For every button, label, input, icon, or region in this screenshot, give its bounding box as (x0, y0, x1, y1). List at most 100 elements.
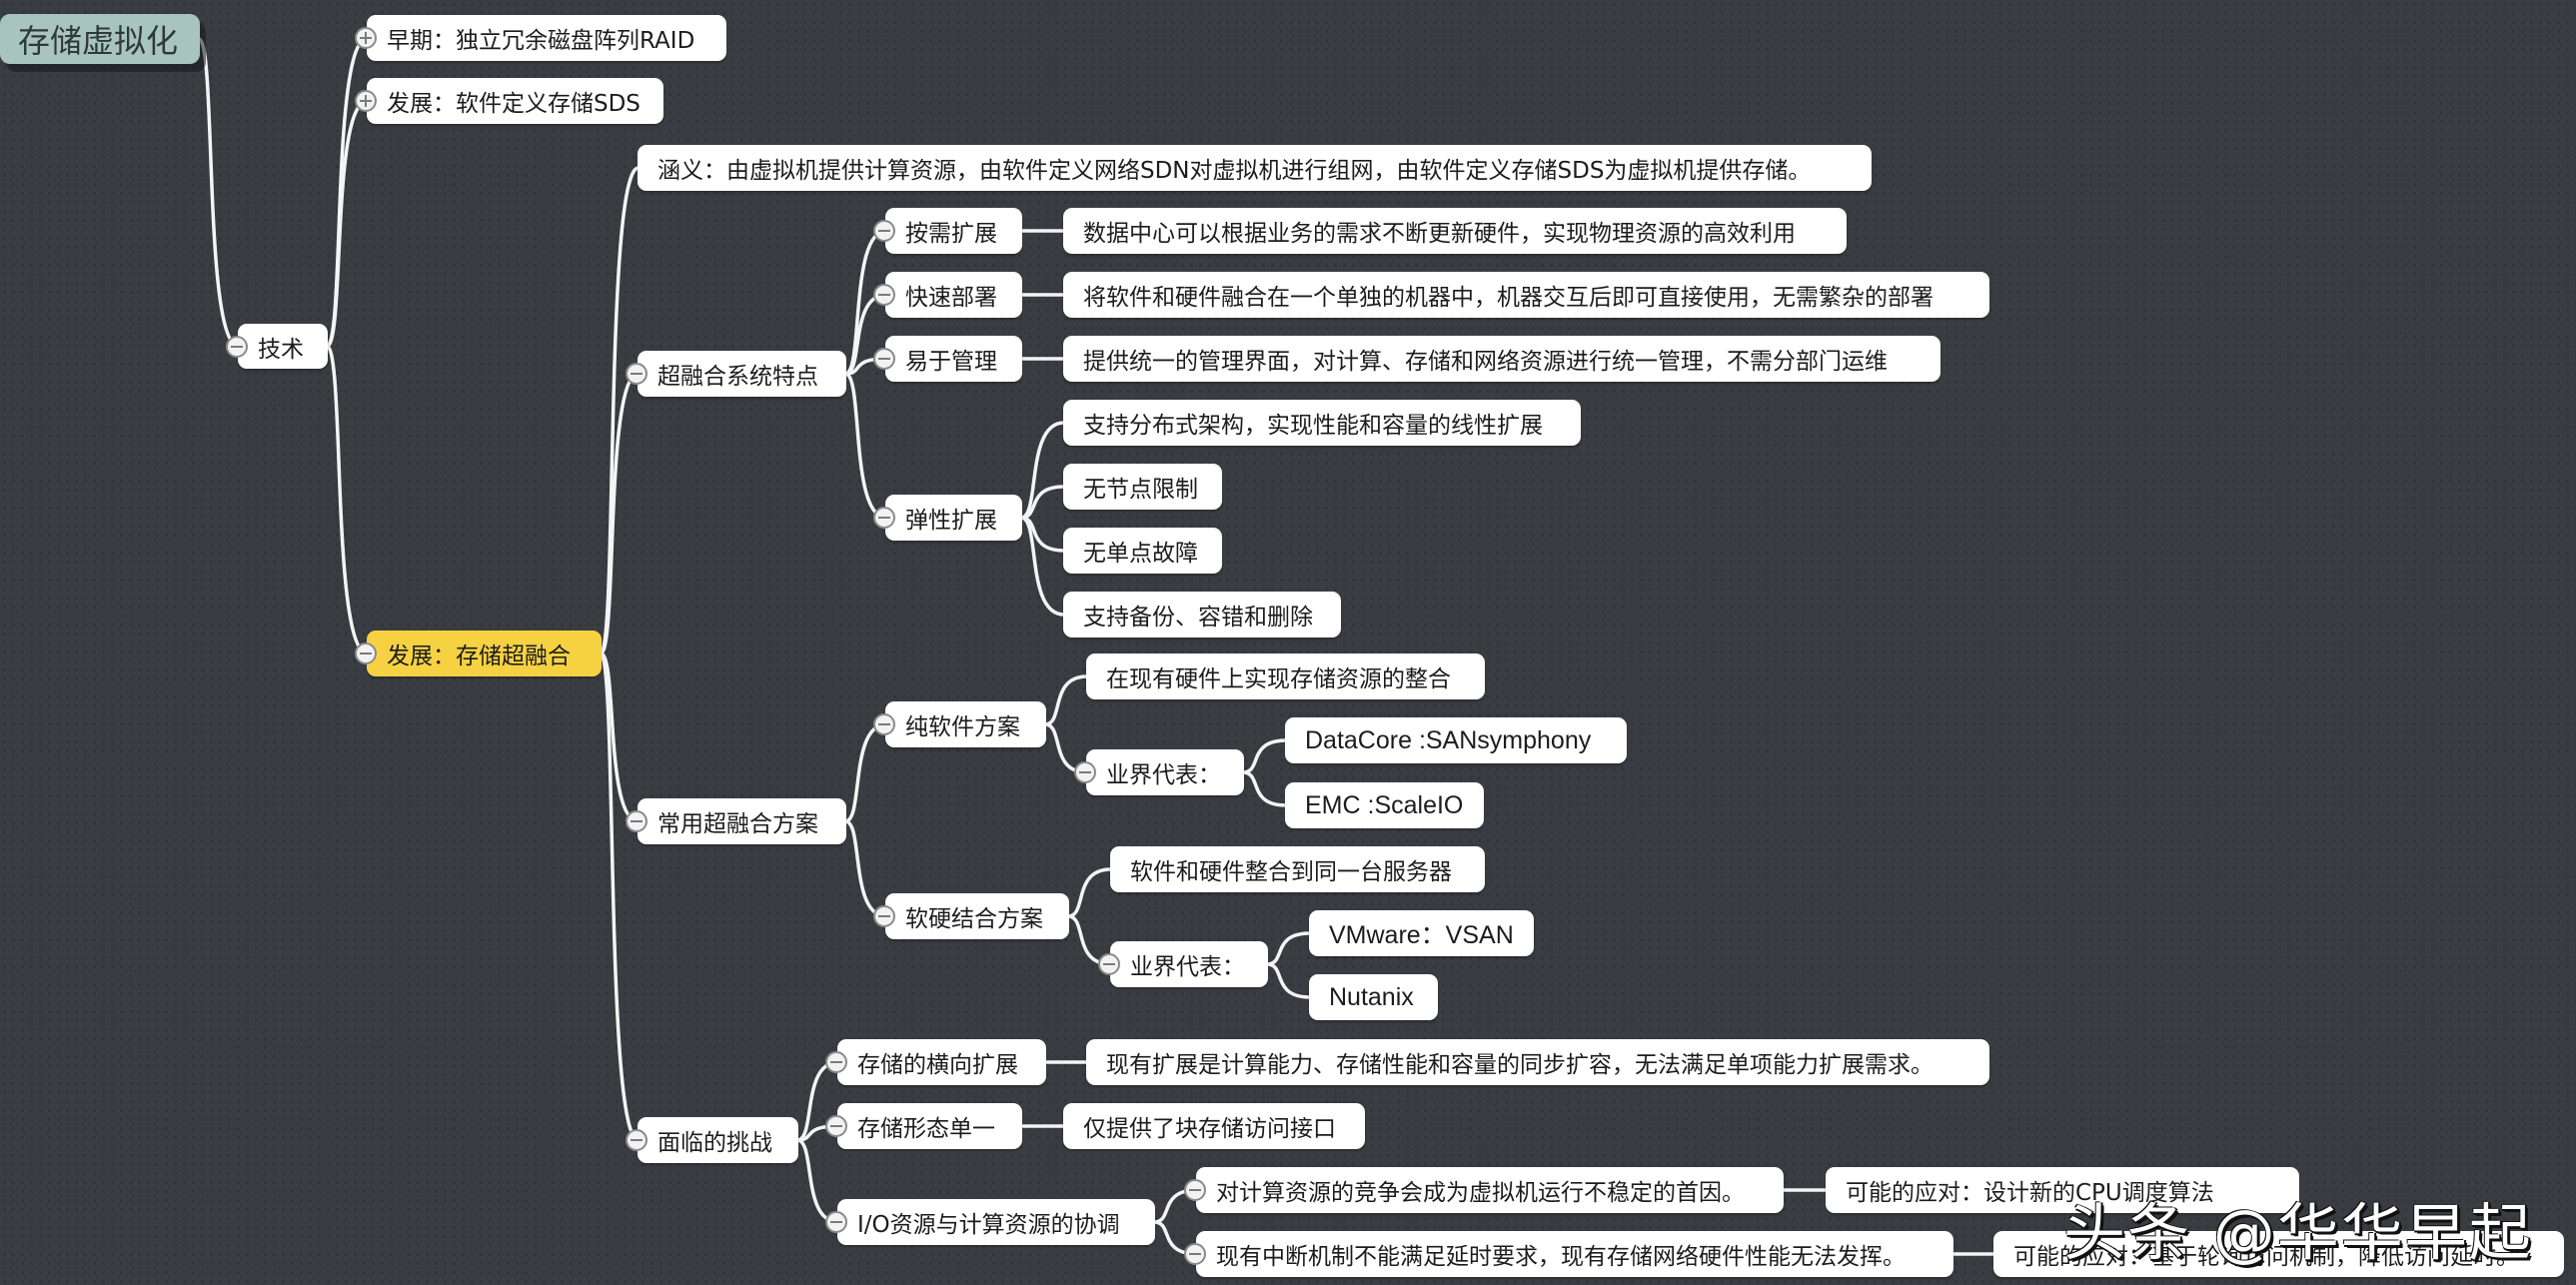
topic-node-f4d[interactable]: 支持备份、容错和删除 (1063, 592, 1341, 638)
topic-node-tech[interactable]: 技术 (238, 324, 328, 369)
topic-node-s1b1[interactable]: DataCore :SANsymphony (1285, 717, 1627, 763)
collapse-icon[interactable] (626, 1129, 647, 1151)
topic-label: 支持分布式架构，实现性能和容量的线性扩展 (1083, 413, 1543, 439)
collapse-icon[interactable] (1098, 953, 1120, 975)
watermark: 头条 @华华早起 (2063, 1196, 2533, 1269)
topic-label: 弹性扩展 (905, 508, 997, 534)
topic-label: EMC :ScaleIO (1305, 790, 1464, 819)
topic-node-c3b1[interactable]: 可能的应对：基于轮询访问机制，降低访问延时。 (1993, 1231, 2564, 1277)
topic-node-f2[interactable]: 快速部署 (885, 272, 1022, 318)
topic-label: 纯软件方案 (905, 714, 1020, 740)
collapse-icon[interactable] (825, 1051, 847, 1073)
topic-node-f1[interactable]: 按需扩展 (885, 208, 1022, 254)
connector-solutions (599, 651, 641, 823)
connector-sds (325, 99, 370, 349)
collapse-icon[interactable] (873, 507, 895, 529)
topic-label: 涵义：由虚拟机提供计算资源，由软件定义网络SDN对虚拟机进行组网，由软件定义存储… (657, 158, 1812, 184)
topic-node-f4c[interactable]: 无单点故障 (1063, 528, 1222, 574)
topic-node-s1[interactable]: 纯软件方案 (885, 701, 1046, 747)
collapse-icon[interactable] (1184, 1243, 1206, 1265)
topic-label: I/O资源与计算资源的协调 (857, 1212, 1120, 1238)
connector-s2b2 (1265, 962, 1312, 999)
collapse-icon[interactable] (873, 905, 895, 927)
topic-node-f3[interactable]: 易于管理 (885, 336, 1022, 382)
topic-node-s1a[interactable]: 在现有硬件上实现存储资源的整合 (1086, 653, 1485, 699)
topic-node-challenges[interactable]: 面临的挑战 (638, 1117, 798, 1163)
topic-node-sds[interactable]: 发展：软件定义存储SDS (367, 78, 663, 124)
topic-node-f4[interactable]: 弹性扩展 (885, 495, 1022, 541)
connector-f4c (1019, 516, 1066, 553)
collapse-icon[interactable] (626, 810, 647, 832)
collapse-icon[interactable] (873, 220, 895, 242)
connector-challenges (599, 651, 641, 1142)
topic-node-s2b[interactable]: 业界代表： (1110, 941, 1268, 987)
connector-f4 (843, 372, 888, 520)
topic-node-c3a[interactable]: 对计算资源的竞争会成为虚拟机运行不稳定的首因。 (1196, 1167, 1784, 1213)
topic-label: 支持备份、容错和删除 (1083, 605, 1313, 631)
collapse-icon[interactable] (1074, 761, 1096, 783)
topic-node-features[interactable]: 超融合系统特点 (638, 351, 846, 397)
topic-node-c1d[interactable]: 现有扩展是计算能力、存储性能和容量的同步扩容，无法满足单项能力扩展需求。 (1086, 1039, 1989, 1085)
topic-label: 将软件和硬件融合在一个单独的机器中，机器交互后即可直接使用，无需繁杂的部署 (1083, 285, 1933, 311)
topic-label: 存储形态单一 (857, 1116, 995, 1142)
connector-s2a (1066, 867, 1113, 918)
connector-f4d (1019, 516, 1066, 617)
collapse-icon[interactable] (873, 348, 895, 370)
topic-node-c2[interactable]: 存储形态单一 (837, 1103, 1022, 1149)
topic-label: 发展：软件定义存储SDS (387, 91, 641, 117)
topic-node-hci[interactable]: 发展：存储超融合 (367, 631, 602, 676)
collapse-icon[interactable] (1184, 1179, 1206, 1201)
topic-node-c3a1[interactable]: 可能的应对：设计新的CPU调度算法 (1826, 1167, 2299, 1213)
topic-node-f3d[interactable]: 提供统一的管理界面，对计算、存储和网络资源进行统一管理，不需分部门运维 (1063, 336, 1940, 382)
collapse-icon[interactable] (873, 284, 895, 306)
topic-node-early[interactable]: 早期：独立冗余磁盘阵列RAID (367, 15, 726, 61)
topic-label: 数据中心可以根据业务的需求不断更新硬件，实现物理资源的高效利用 (1083, 221, 1796, 247)
expand-icon[interactable] (355, 90, 377, 112)
topic-label: 发展：存储超融合 (387, 643, 571, 669)
central-topic[interactable]: 存储虚拟化 (0, 14, 200, 64)
topic-label: 无单点故障 (1083, 541, 1198, 567)
topic-node-s2b2[interactable]: Nutanix (1309, 974, 1438, 1020)
topic-node-f4b[interactable]: 无节点限制 (1063, 464, 1222, 510)
topic-label: 业界代表： (1130, 954, 1245, 980)
topic-label: 现有中断机制不能满足延时要求，现有存储网络硬件性能无法发挥。 (1216, 1244, 1906, 1270)
topic-node-meaning[interactable]: 涵义：由虚拟机提供计算资源，由软件定义网络SDN对虚拟机进行组网，由软件定义存储… (638, 145, 1872, 191)
connector-hci (325, 344, 370, 655)
topic-label: 软件和硬件整合到同一台服务器 (1130, 859, 1452, 885)
topic-label: 易于管理 (905, 349, 997, 375)
topic-label: 无节点限制 (1083, 477, 1198, 503)
topic-node-s2a[interactable]: 软件和硬件整合到同一台服务器 (1110, 846, 1485, 892)
topic-node-f4a[interactable]: 支持分布式架构，实现性能和容量的线性扩展 (1063, 400, 1581, 446)
topic-label: 技术 (258, 336, 304, 363)
topic-label: 提供统一的管理界面，对计算、存储和网络资源进行统一管理，不需分部门运维 (1083, 349, 1888, 375)
topic-node-s2[interactable]: 软硬结合方案 (885, 893, 1069, 939)
topic-label: VMware：VSAN (1329, 921, 1514, 949)
topic-label: 按需扩展 (905, 221, 997, 247)
collapse-icon[interactable] (825, 1211, 847, 1233)
topic-node-solutions[interactable]: 常用超融合方案 (638, 798, 846, 844)
topic-label: 可能的应对：设计新的CPU调度算法 (1846, 1180, 2214, 1206)
collapse-icon[interactable] (355, 642, 377, 664)
topic-node-c1[interactable]: 存储的横向扩展 (837, 1039, 1046, 1085)
topic-node-s1b[interactable]: 业界代表： (1086, 749, 1244, 795)
expand-icon[interactable] (355, 27, 377, 49)
collapse-icon[interactable] (825, 1115, 847, 1137)
topic-label: 存储的横向扩展 (857, 1052, 1018, 1078)
collapse-icon[interactable] (626, 363, 647, 385)
topic-node-c3[interactable]: I/O资源与计算资源的协调 (837, 1199, 1155, 1245)
topic-label: 在现有硬件上实现存储资源的整合 (1106, 666, 1451, 692)
topic-label: 对计算资源的竞争会成为虚拟机运行不稳定的首因。 (1216, 1180, 1745, 1206)
topic-node-f1d[interactable]: 数据中心可以根据业务的需求不断更新硬件，实现物理资源的高效利用 (1063, 208, 1847, 254)
topic-node-c3b[interactable]: 现有中断机制不能满足延时要求，现有存储网络硬件性能无法发挥。 (1196, 1231, 1953, 1277)
topic-label: DataCore :SANsymphony (1305, 725, 1592, 754)
connector-s1a (1043, 674, 1089, 726)
topic-node-f2d[interactable]: 将软件和硬件融合在一个单独的机器中，机器交互后即可直接使用，无需繁杂的部署 (1063, 272, 1989, 318)
topic-node-s2b1[interactable]: VMware：VSAN (1309, 910, 1534, 956)
collapse-icon[interactable] (873, 713, 895, 735)
topic-label: 常用超融合方案 (657, 811, 818, 837)
collapse-icon[interactable] (226, 335, 248, 358)
connector-meaning (599, 166, 641, 655)
topic-node-c2d[interactable]: 仅提供了块存储访问接口 (1063, 1103, 1365, 1149)
topic-node-s1b2[interactable]: EMC :ScaleIO (1285, 782, 1484, 828)
